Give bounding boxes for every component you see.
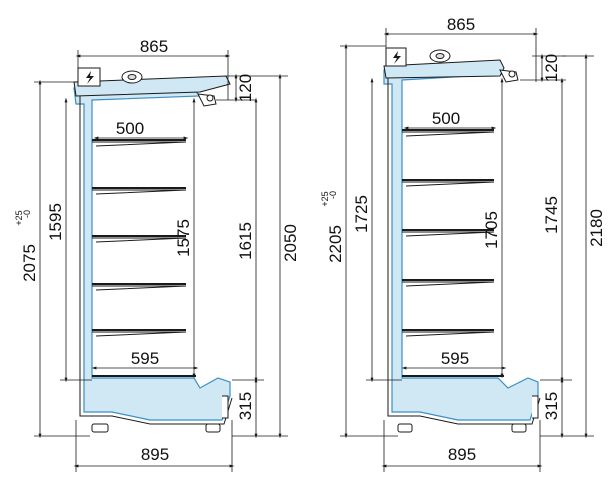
left-total-height-label: 2050: [281, 224, 300, 262]
right-shelf-3: [402, 229, 495, 237]
lightning-icon: [86, 71, 94, 84]
left-cabinet: [73, 67, 233, 433]
right-cabinet-body: [383, 63, 539, 421]
left-canopy: [73, 75, 231, 97]
left-overall-tol-minus: -0: [22, 210, 32, 218]
left-canopy-height-label: 120: [236, 74, 255, 102]
left-base-width-label: 895: [141, 445, 169, 464]
left-rear-height-label: 1615: [236, 222, 255, 260]
left-shelf-depth-base-label: 595: [131, 349, 159, 368]
left-cabinet-body: [73, 85, 231, 421]
right-shelf-2: [402, 179, 495, 187]
right-overall-tol-plus: +25: [320, 191, 330, 206]
left-shelf-5: [92, 329, 187, 337]
left-shelf-4: [92, 283, 187, 291]
right-total-height-label: 2180: [587, 209, 606, 247]
right-top-width-label: 865: [447, 15, 475, 34]
right-shelf-span-label: 1705: [482, 211, 501, 249]
right-shelf-depth-base-label: 595: [441, 349, 469, 368]
left-shelf-3: [92, 235, 187, 243]
right-base-width-label: 895: [448, 445, 476, 464]
left-shelf-depth-top-label: 500: [116, 119, 144, 138]
left-overall-height-label: 2075: [20, 244, 39, 282]
right-rear-height-label: 1745: [542, 196, 561, 234]
right-shelf-1: [402, 129, 495, 137]
right-cabinet: [383, 47, 541, 433]
left-overall-tol-plus: +25: [14, 210, 24, 225]
right-shelf-depth-top-label: 500: [432, 109, 460, 128]
left-opening-height-label: 1595: [46, 203, 65, 241]
right-opening-height-label: 1725: [352, 195, 371, 233]
right-base-height-label: 315: [542, 392, 561, 420]
right-canopy-height-label: 120: [542, 54, 561, 82]
left-base-height-label: 315: [236, 392, 255, 420]
right-shelf-5: [402, 329, 495, 337]
right-overall-height-label: 2205: [326, 225, 345, 263]
left-shelf-span-label: 1575: [174, 219, 193, 257]
right-shelf-4: [402, 279, 495, 287]
right-overall-tol-minus: -0: [328, 191, 338, 199]
left-shelf-1: [92, 139, 187, 147]
left-shelf-2: [92, 187, 187, 195]
left-shelves: [92, 139, 196, 377]
right-shelves: [402, 129, 504, 377]
left-top-width-label: 865: [140, 37, 168, 56]
